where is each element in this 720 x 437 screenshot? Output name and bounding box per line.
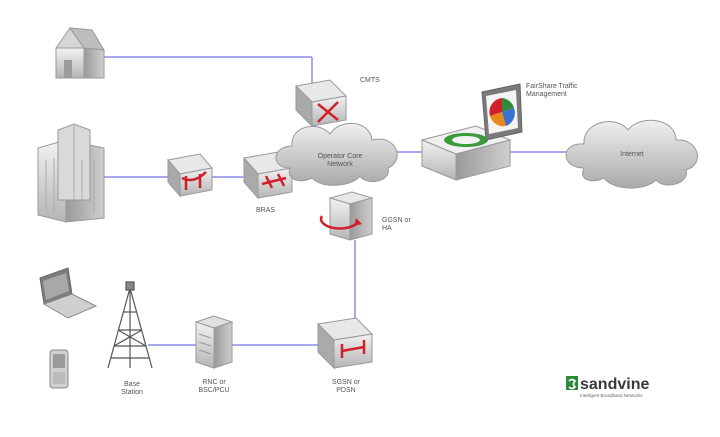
label-internet: Internet [620, 151, 644, 158]
logo-tagline: Intelligent Broadband Networks [580, 393, 643, 398]
label-cmts: CMTS [360, 77, 380, 84]
label-bras: BRAS [256, 207, 275, 214]
edge-router-icon [167, 153, 213, 198]
mobile-phone-icon [49, 349, 69, 389]
house-icon [55, 27, 105, 79]
laptop-icon [39, 267, 98, 319]
logo-name: sandvine [580, 376, 649, 393]
cmts-router-icon [294, 79, 348, 128]
core-network-cloud-icon [275, 122, 398, 186]
management-monitor-icon [481, 83, 523, 141]
sgsn-router-icon [316, 317, 374, 370]
internet-cloud-icon [565, 119, 698, 189]
rnc-rack-icon [194, 315, 234, 369]
ggsn-device-icon [319, 191, 374, 241]
office-building-icon [37, 123, 105, 223]
sandvine-logo: sandvine Intelligent Broadband Networks [566, 376, 649, 398]
cell-tower-icon [107, 281, 153, 369]
